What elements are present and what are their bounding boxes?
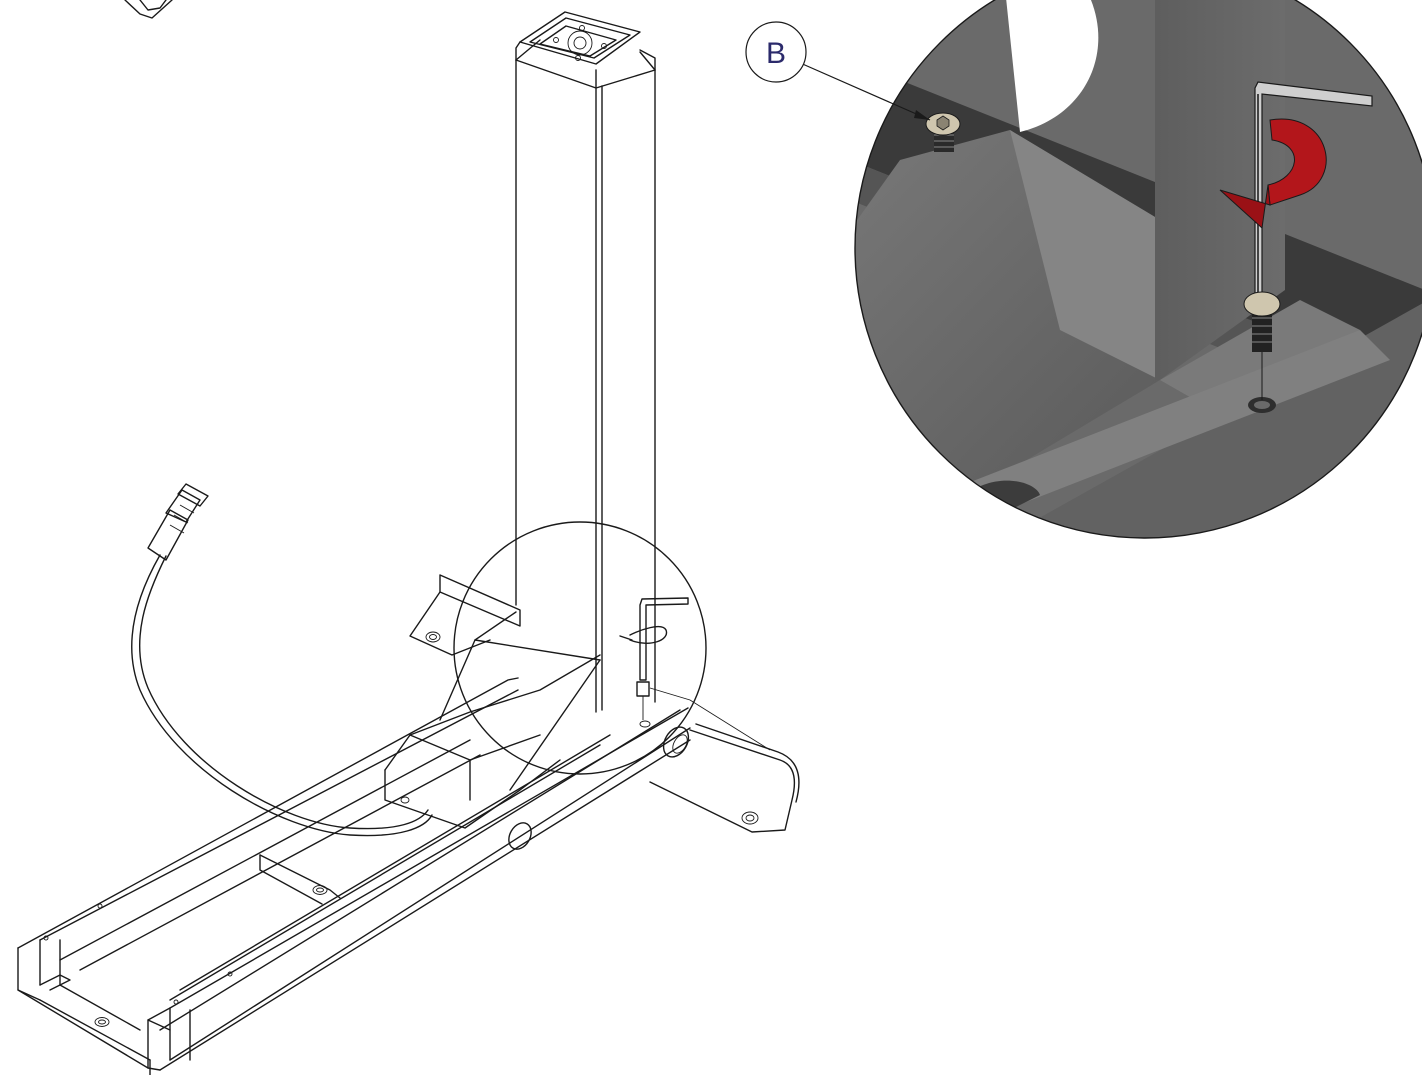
zoom-detail-border bbox=[854, 0, 1422, 539]
partial-component-top-left bbox=[124, 0, 173, 19]
column-base-housing bbox=[384, 611, 601, 829]
clockwise-rotation-arrow-icon bbox=[1219, 118, 1327, 230]
detail-magnifier-ring bbox=[453, 521, 707, 775]
callout-b-label: B bbox=[766, 37, 786, 70]
callout-b: B bbox=[745, 21, 931, 121]
screw-icon bbox=[1243, 291, 1281, 400]
detail-leader-line bbox=[649, 687, 771, 751]
foot-bracket-rear bbox=[409, 574, 521, 656]
motor-cable bbox=[131, 483, 433, 837]
screw-b-detail bbox=[925, 112, 961, 152]
column-top-cap bbox=[515, 11, 656, 89]
base-frame bbox=[17, 677, 691, 1075]
main-assembly-drawing bbox=[17, 0, 800, 1075]
zoom-detail-view bbox=[855, 0, 1422, 538]
hex-key-small bbox=[619, 597, 689, 728]
cable-connector bbox=[147, 483, 209, 561]
foot-bracket-right bbox=[649, 723, 800, 833]
lifting-column bbox=[515, 11, 656, 713]
